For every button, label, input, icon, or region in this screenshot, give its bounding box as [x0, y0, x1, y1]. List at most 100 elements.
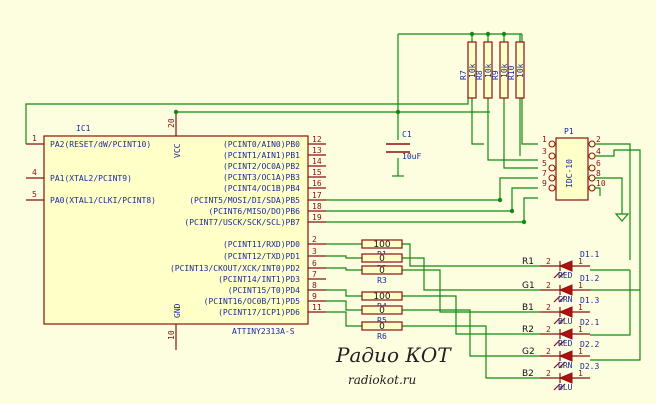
r1-route	[402, 243, 540, 267]
led-pin-number: 1	[578, 325, 583, 334]
ground-symbol	[614, 213, 630, 222]
p1-ref: P1	[564, 127, 574, 136]
p1-pin-number: 10	[596, 179, 606, 188]
led-emission-arrow	[553, 295, 561, 303]
ic1-pin-label: (PCINT12/TXD)PD1	[223, 252, 300, 261]
logo-title: Радио КОТ	[335, 343, 452, 367]
led-diode-icon	[558, 350, 573, 362]
p1-pin-pad	[548, 152, 556, 160]
series-resistor-value: 0	[379, 306, 385, 316]
led-pin-number: 2	[546, 369, 551, 378]
ic1-gnd-pin: 10	[167, 330, 176, 340]
led-emission-arrow	[558, 317, 566, 325]
p1-pin-pad	[548, 140, 556, 148]
led-pin-number: 2	[546, 281, 551, 290]
led-emission-arrow	[553, 271, 561, 279]
ic1-pin-label: (PCINT0/AIN0)PB0	[223, 140, 300, 149]
led-color: BLU	[558, 383, 573, 392]
ic1-ref: IC1	[76, 124, 91, 133]
series-resistor-body	[361, 305, 403, 315]
net-label: B1	[522, 303, 534, 313]
series-resistor-lead	[326, 289, 362, 297]
ic1-pin-number: 16	[312, 179, 322, 188]
ic1-pin-number: 13	[312, 146, 322, 155]
led-emission-arrow	[558, 295, 566, 303]
p1-pin-number: 3	[542, 147, 547, 156]
led-color: GRN	[558, 295, 573, 304]
series-resistor-ref: R6	[377, 332, 387, 341]
led-pin-number: 1	[578, 303, 583, 312]
ic1-pin-label: (PCINT13/CKOUT/XCK/INT0)PD2	[170, 264, 300, 273]
ic1-pin-label: (PCINT6/MISO/DO)PB6	[208, 207, 300, 216]
pullup-value: 10k	[500, 63, 509, 78]
ic1-pin-label: (PCINT17/ICP1)PD6	[218, 308, 300, 317]
led-emission-arrow	[558, 271, 566, 279]
pullup-resistor-body	[499, 41, 509, 99]
ic1-pin-number: 5	[32, 190, 37, 199]
series-resistor-value: 0	[379, 254, 385, 264]
ic1-pin-number: 4	[32, 168, 37, 177]
ic1-right-pins: 12(PCINT0/AIN0)PB013(PCINT1/AIN1)PB114(P…	[170, 135, 326, 317]
r8-bottom-wire	[487, 98, 538, 161]
series-resistor-ref: R5	[377, 316, 387, 325]
pullup-ref: R8	[475, 70, 484, 80]
p1-pin-pad	[548, 184, 556, 192]
pullup-ref: R9	[491, 70, 500, 80]
ic1-pin-label: (PCINT3/OC1A)PB3	[223, 173, 300, 182]
led-diode-icon	[558, 372, 573, 384]
led-emission-arrow	[558, 339, 566, 347]
p1-body	[555, 137, 589, 201]
led-color: GRN	[558, 361, 573, 370]
pullup-resistor-body	[467, 41, 477, 99]
r4-route	[402, 295, 540, 335]
pb7-wire	[326, 197, 538, 223]
ic1-pin-number: 12	[312, 135, 322, 144]
net-label: R2	[522, 325, 534, 335]
series-resistors: 100R10R20R3100R40R50R6	[326, 239, 403, 341]
series-resistor-lead	[326, 311, 362, 327]
p1-pin-pad	[588, 164, 596, 172]
ic1-pin-label: PA1(XTAL2/PCINT9)	[50, 174, 132, 183]
ic1-pin-number: 11	[312, 303, 322, 312]
led-ref: D2.2	[580, 340, 599, 349]
series-resistor-body	[361, 253, 403, 263]
led-ref: D2.3	[580, 362, 599, 371]
led-diode-icon	[558, 260, 573, 272]
ic1-vcc-pin: 20	[167, 118, 176, 128]
conn-right-wire-a	[590, 143, 631, 260]
junction-dot	[395, 109, 401, 115]
p1-part: IDC-10	[565, 159, 574, 188]
logo-url: radiokot.ru	[348, 373, 416, 387]
r5-route	[402, 309, 540, 357]
ic1-pin-label: PA2(RESET/dW/PCINT10)	[50, 140, 151, 149]
r3-route	[402, 269, 540, 313]
led-emission-arrow	[553, 383, 561, 391]
led-emission-arrow	[553, 317, 561, 325]
ic1-part: ATTINY2313A-S	[232, 327, 295, 336]
pullup-resistor-body	[483, 41, 493, 99]
ic1-pin-label: (PCINT1/AIN1)PB1	[223, 151, 300, 160]
led-pin-number: 2	[546, 303, 551, 312]
led-pin-number: 2	[546, 325, 551, 334]
conn-right-wire-b	[590, 149, 641, 290]
ic1-pin-number: 7	[312, 270, 317, 279]
net-label: R1	[522, 257, 534, 267]
pullup-value: 10k	[516, 63, 525, 78]
series-resistor-value: 100	[373, 240, 390, 250]
r6-route	[402, 325, 540, 379]
ic1-pin-label: (PCINT2/OC0A)PB2	[223, 162, 300, 171]
led-common-3	[590, 270, 631, 336]
series-resistor-body	[361, 291, 403, 301]
ic1-pin-number: 8	[312, 281, 317, 290]
p1-pin-number: 6	[596, 159, 601, 168]
ic1-pin-number: 17	[312, 191, 322, 200]
p1-pin-number: 5	[542, 159, 547, 168]
led-diode-icon	[558, 328, 573, 340]
ic1-pin-number: 9	[312, 292, 317, 301]
p1-pin-number: 2	[596, 135, 601, 144]
led-color: BLU	[558, 317, 573, 326]
